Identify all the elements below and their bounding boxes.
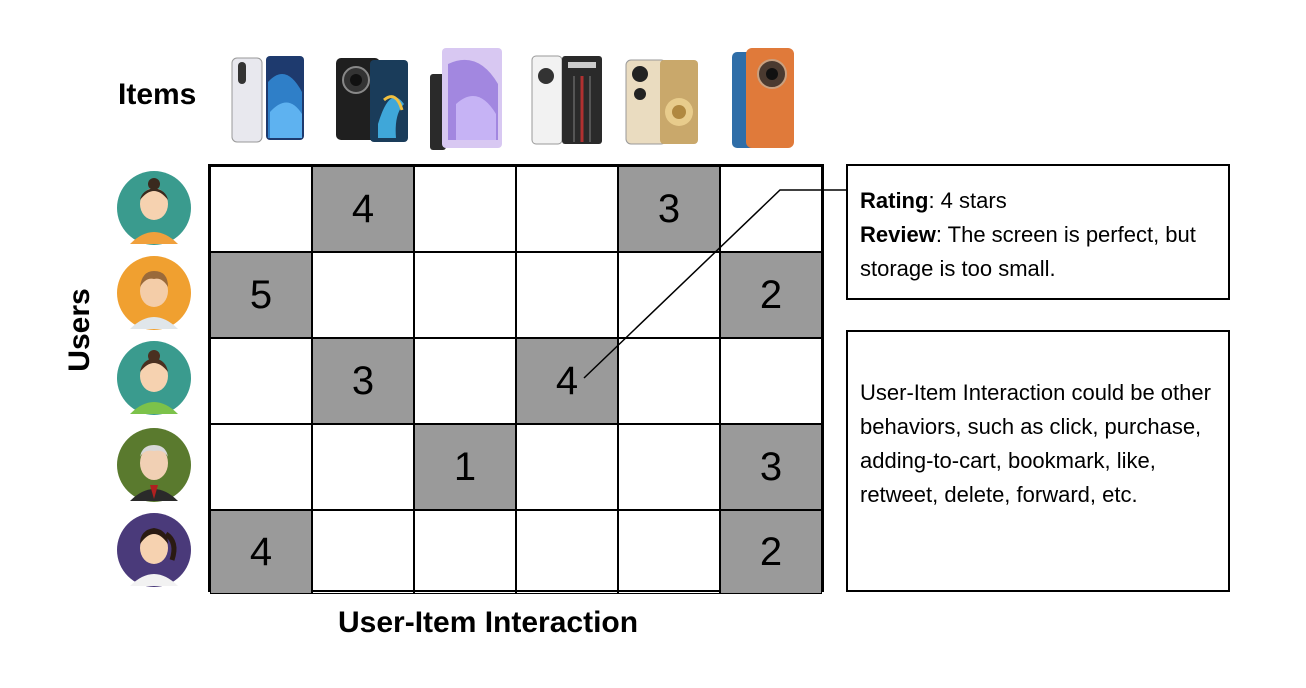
empty-cell (516, 252, 618, 338)
review-line: Review: The screen is perfect, but stora… (860, 218, 1216, 286)
smartphone-white-icon (231, 56, 304, 143)
interaction-note-box: User-Item Interaction could be other beh… (846, 330, 1230, 592)
empty-cell (414, 166, 516, 252)
rating-cell: 3 (312, 338, 414, 424)
rating-line: Rating: 4 stars (860, 184, 1216, 218)
smartphone-gold-icon (625, 59, 698, 145)
empty-cell (516, 166, 618, 252)
empty-cell (720, 338, 822, 424)
empty-cell (414, 338, 516, 424)
rating-cell: 5 (210, 252, 312, 338)
empty-cell (312, 252, 414, 338)
rating-cell: 3 (720, 424, 822, 510)
empty-cell (312, 510, 414, 594)
empty-cell (720, 166, 822, 252)
rating-label: Rating (860, 188, 929, 213)
rating-cell: 2 (720, 510, 822, 594)
users-label-text: Users (63, 288, 96, 372)
rating-cell: 1 (414, 424, 516, 510)
female-user-avatar-icon (117, 513, 191, 587)
rating-cell: 4 (210, 510, 312, 594)
items-label: Items (118, 78, 197, 111)
empty-cell (516, 510, 618, 594)
male-user-avatar-icon (117, 256, 191, 330)
empty-cell (312, 424, 414, 510)
rating-cell: 4 (312, 166, 414, 252)
rating-cell: 3 (618, 166, 720, 252)
smartphone-white-red-icon (531, 55, 602, 145)
interaction-label: User-Item Interaction (338, 606, 639, 639)
female-user-avatar-icon (117, 341, 191, 415)
empty-cell (618, 424, 720, 510)
smartphone-black-icon (336, 58, 408, 142)
empty-cell (210, 338, 312, 424)
review-value: : The screen is perfect, but storage is … (860, 222, 1196, 282)
rating-review-box: Rating: 4 stars Review: The screen is pe… (846, 164, 1230, 300)
interaction-note-text: User-Item Interaction could be other beh… (860, 380, 1211, 508)
empty-cell (618, 252, 720, 338)
smartphone-orange-icon (732, 48, 794, 148)
review-label: Review (860, 222, 936, 248)
rating-cell: 4 (516, 338, 618, 424)
rating-value: : 4 stars (928, 188, 1007, 213)
rating-cell: 2 (720, 252, 822, 338)
users-label: Users (50, 288, 110, 372)
empty-cell (618, 338, 720, 424)
elderly-male-user-avatar-icon (117, 428, 191, 502)
foldable-phone-icon (430, 48, 502, 150)
empty-cell (414, 252, 516, 338)
empty-cell (516, 424, 618, 510)
empty-cell (618, 510, 720, 594)
empty-cell (414, 510, 516, 594)
female-user-avatar-icon (117, 171, 191, 245)
empty-cell (210, 424, 312, 510)
empty-cell (210, 166, 312, 252)
